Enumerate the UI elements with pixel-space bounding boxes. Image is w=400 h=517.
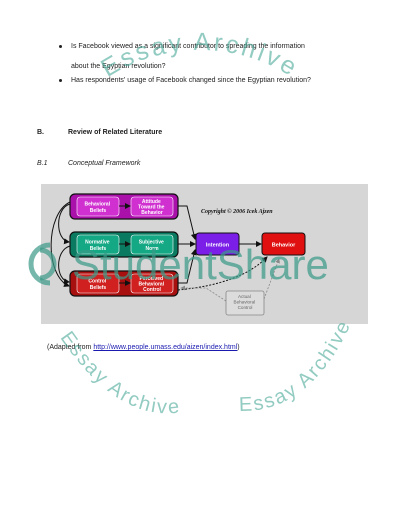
actual-behavior-arrow [263,258,280,300]
subjective-norm-node [130,234,174,255]
svg-text:Attitude Toward the: Attitude Toward the Behavior [138,199,166,216]
behavioral-beliefs-line1: Behavioral [85,202,111,208]
subjective-norm-line2: Norm [145,246,159,252]
bullet-text-line1: Is Facebook viewed as a significant cont… [71,43,305,50]
behavioral-beliefs-line2: Beliefs [90,208,107,214]
caption-prefix: (Adapted from [47,344,94,351]
bullet-text-line1: Has respondents' usage of Facebook chang… [71,77,311,84]
normative-beliefs-line2: Beliefs [90,246,107,252]
svg-text:Normative Beliefs: Normative Beliefs [85,240,111,253]
actual-control-arrow [180,285,227,302]
caption-suffix: ) [237,344,240,351]
attitude-line2: Toward the [138,205,165,211]
svg-text:Actual Behavioral: Actual Behavioral Control [234,294,257,310]
attitude-line3: Behavior [141,210,162,216]
theory-of-planned-behavior-diagram: Copyright © 2006 Icek Ajzen Behavioral B… [41,184,368,324]
actual-control-line1: Actual [238,294,251,299]
intention-label: Intention [206,243,230,249]
section-heading: B. Review of Related Literature [37,129,162,136]
watermark-bottom-left: Essay Archive [56,328,182,419]
svg-text:Behavioral Beliefs: Behavioral Beliefs [85,202,112,215]
question-list: Is Facebook viewed as a significant cont… [58,42,378,90]
svg-text:Perceived Behavioral: Perceived Behavioral Control [139,276,166,293]
subsection-heading: B.1 Conceptual Framework [37,160,140,167]
control-beliefs-line1: Control [88,279,106,285]
svg-text:Subjective Norm: Subjective Norm [139,240,165,253]
watermark-bottom-right: Essay Archive [239,316,356,416]
svg-text:Control Beliefs: Control Beliefs [88,279,107,292]
attitude-node [130,196,174,217]
subjective-norm-line1: Subjective [139,240,164,246]
figure-caption: (Adapted from http://www.people.umass.ed… [47,344,240,351]
section-title: Review of Related Literature [68,129,163,136]
behavior-label: Behavior [272,243,296,249]
behavior-node [261,232,306,256]
bullet-text-line2: about the Egyptian revolution? [71,63,166,70]
section-number: B. [37,129,44,136]
list-item: Is Facebook viewed as a significant cont… [58,42,378,71]
list-item: Has respondents' usage of Facebook chang… [58,76,378,85]
source-link[interactable]: http://www.people.umass.edu/aizen/index.… [93,344,238,351]
perceived-control-line3: Control [143,287,161,293]
perceived-control-line2: Behavioral [139,282,165,288]
subsection-title: Conceptual Framework [68,160,141,167]
actual-control-node [225,290,265,316]
bullet-dot [59,79,62,82]
control-beliefs-line2: Beliefs [90,285,107,291]
normative-beliefs-line1: Normative [85,240,110,246]
attitude-line1: Attitude [142,199,161,205]
diagram-arrows [50,201,268,291]
subsection-number: B.1 [37,160,48,167]
perceived-control-line1: Perceived [139,276,163,282]
bullet-dot [59,45,62,48]
copyright-text: Copyright © 2006 Icek Ajzen [201,208,273,215]
actual-control-line3: Control [238,305,253,310]
actual-control-line2: Behavioral [234,300,256,305]
perceived-control-node [130,273,174,294]
